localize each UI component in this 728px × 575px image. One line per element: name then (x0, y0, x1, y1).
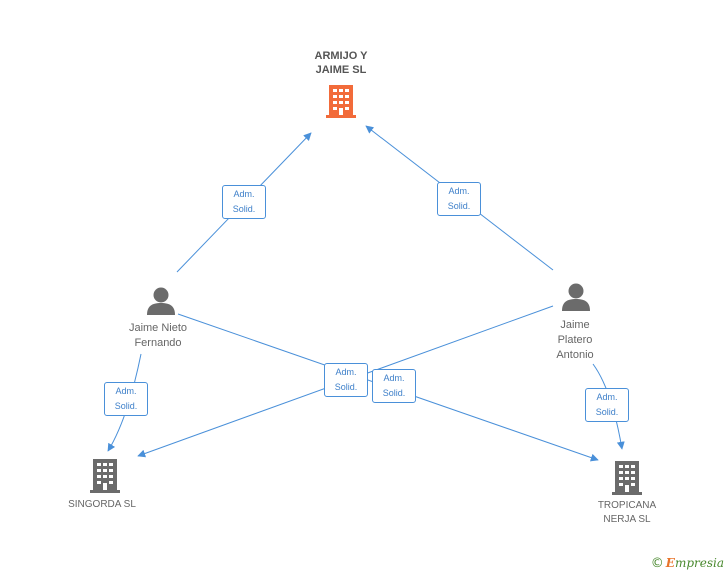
person-icon (147, 287, 175, 315)
edge-label-platero-singorda: Adm. Solid. (324, 363, 368, 397)
brand-name: mpresia (674, 556, 724, 570)
person-icon (562, 283, 590, 311)
edge-label-nieto-tropicana: Adm. Solid. (372, 369, 416, 403)
edge-lines (107, 125, 625, 462)
edge-label-nieto-singorda: Adm. Solid. (104, 382, 148, 416)
building-icon (326, 85, 356, 118)
building-icon (90, 459, 120, 493)
node-label-jaime-nieto[interactable]: Jaime Nieto Fernando (128, 322, 188, 349)
edge-label-platero-tropicana: Adm. Solid. (585, 388, 629, 422)
brand-logo[interactable]: ©Empresia (651, 556, 724, 571)
node-label-singorda[interactable]: SINGORDA SL (68, 499, 136, 510)
node-label-tropicana[interactable]: TROPICANA NERJA SL (597, 500, 657, 525)
brand-initial: E (665, 556, 675, 570)
node-label-armijo[interactable]: ARMIJO Y JAIME SL (314, 50, 368, 76)
node-label-jaime-platero[interactable]: Jaime Platero Antonio (556, 319, 594, 361)
building-icon (612, 461, 642, 495)
copyright-icon: © (650, 556, 664, 571)
edge-label-platero-armijo: Adm. Solid. (437, 182, 481, 216)
edge-label-nieto-armijo: Adm. Solid. (222, 185, 266, 219)
